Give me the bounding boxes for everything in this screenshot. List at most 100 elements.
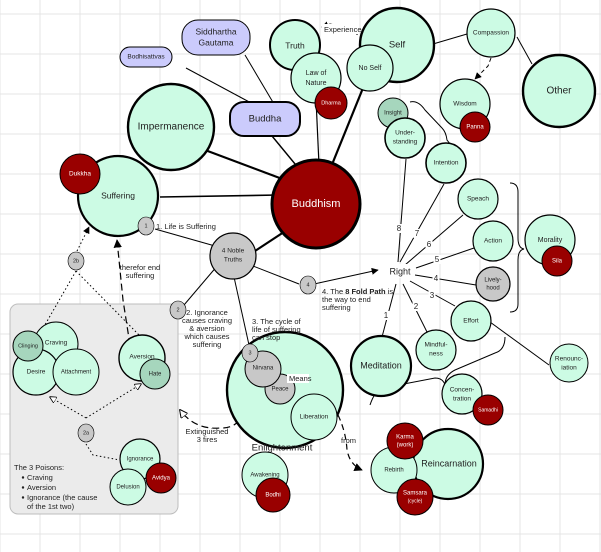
node-right[interactable]: Right	[385, 264, 415, 278]
edge-right-livelyhood	[414, 274, 477, 286]
buddhism-label: Buddhism	[292, 198, 341, 210]
node-no-self[interactable]: No Self	[346, 44, 394, 92]
node-effort[interactable]: Effort	[450, 300, 492, 342]
three-poisons-list: The 3 Poisons: CravingAversionIgnorance …	[14, 463, 97, 511]
node-delusion[interactable]: Delusion	[109, 468, 147, 506]
understanding-label-line1: Under-	[395, 130, 415, 137]
bullet-icon	[21, 496, 25, 499]
node-samadhi[interactable]: Samadhi	[472, 394, 504, 426]
meditation-label: Meditation	[360, 360, 402, 370]
node-buddhism[interactable]: Buddhism	[270, 158, 362, 250]
node-attachment[interactable]: Attachment	[52, 348, 100, 396]
node-speach[interactable]: Speach	[457, 178, 499, 220]
node-karma[interactable]: Karma (work)	[386, 422, 424, 460]
insight-label: Insight	[384, 111, 402, 117]
cycle-can-stop-line2: life of suffering	[252, 325, 301, 334]
path-number: 8	[397, 224, 402, 233]
desire-label: Desire	[27, 369, 46, 376]
eightfold-bold: 8 Fold Path	[345, 287, 386, 296]
node-sila[interactable]: Sila	[541, 245, 573, 277]
node-bodhi[interactable]: Bodhi	[255, 477, 291, 513]
means-annotation: Means	[289, 374, 312, 383]
node-siddhartha-gautama[interactable]: Siddhartha Gautama	[181, 19, 251, 56]
right-label: Right	[389, 266, 411, 276]
edge-right-intention	[399, 183, 445, 263]
truth-label: Truth	[285, 40, 305, 50]
edge-marker4-right	[313, 267, 379, 285]
node-mindfulness[interactable]: Mindful- ness	[415, 329, 457, 371]
edge-effort-renounciation	[489, 321, 550, 366]
edge-buddhism-impermanence	[204, 148, 286, 182]
liberation-label: Liberation	[300, 414, 329, 421]
node-other[interactable]: Other	[521, 53, 597, 129]
panna-label: Panna	[466, 125, 484, 131]
path-number: 7	[415, 229, 420, 238]
node-clinging[interactable]: Clinging	[12, 330, 44, 362]
node-four-noble-truths[interactable]: 4 Noble Truths	[209, 232, 257, 280]
edge-right-meditation	[381, 283, 397, 338]
impermanence-label: Impermanence	[138, 122, 205, 133]
node-samsara[interactable]: Samsara (cycle)	[396, 478, 434, 516]
edge-buddha-siddhartha	[244, 54, 275, 105]
marker-4[interactable]: 4	[299, 275, 317, 295]
wisdom-brace	[409, 101, 452, 157]
node-renounciation[interactable]: Renounc- iation	[549, 343, 589, 383]
livelyhood-label-line1: Lively-	[484, 278, 501, 284]
ignorance-causes-line2: causes craving	[182, 316, 232, 325]
node-avidya[interactable]: Avidya	[145, 462, 177, 494]
from-annotation: from	[341, 436, 356, 445]
other-label: Other	[546, 86, 572, 97]
life-is-suffering-annotation: 1. Life is Suffering	[156, 222, 216, 231]
node-buddha[interactable]: Buddha	[229, 101, 301, 137]
cycle-can-stop-line3: can stop	[252, 333, 280, 342]
ignorance-label: Ignorance	[127, 457, 154, 463]
craving-label: Craving	[45, 340, 68, 347]
marker-2a-label: 2a	[83, 430, 90, 436]
node-bodhisattvas[interactable]: Bodhisattvas	[119, 46, 173, 68]
node-intention[interactable]: Intention	[425, 142, 467, 184]
node-liberation[interactable]: Liberation	[290, 393, 338, 441]
edge-truths-marker4	[252, 265, 300, 285]
poison-item: of the 1st two)	[27, 502, 75, 511]
edge-2b-suffering	[76, 226, 90, 252]
three-poisons-heading: The 3 Poisons:	[14, 463, 64, 472]
extinguished-annotation-line1: Extinguished	[186, 427, 229, 436]
nirvana-label: Nirvana	[253, 366, 274, 372]
avidya-label: Avidya	[152, 476, 171, 482]
path-number: 4	[434, 274, 439, 283]
edge-truths-marker1	[154, 228, 216, 247]
node-action[interactable]: Action	[472, 220, 514, 262]
node-dukkha[interactable]: Dukkha	[59, 153, 101, 195]
node-compassion[interactable]: Compassion	[466, 8, 516, 58]
node-panna[interactable]: Panna	[459, 111, 491, 143]
bodhisattvas-label: Bodhisattvas	[127, 54, 165, 61]
edge-buddha-bodhisattvas	[185, 67, 254, 105]
edge-truths-marker3	[233, 276, 250, 346]
aversion-label: Aversion	[129, 354, 155, 361]
livelyhood-label-line2: hood	[486, 286, 499, 292]
marker-2b[interactable]: 2b	[67, 251, 85, 271]
node-understanding[interactable]: Under- standing	[384, 117, 426, 159]
path-number-bg	[382, 311, 390, 320]
path-number-bg	[428, 291, 436, 300]
node-impermanence[interactable]: Impermanence	[126, 82, 216, 172]
marker-1[interactable]: 1	[137, 216, 155, 236]
node-dharma[interactable]: Dharma	[314, 86, 348, 120]
bullet-icon	[21, 486, 25, 489]
edge-buddhism-suffering	[159, 194, 279, 198]
renounciation-label-line1: Renounc-	[555, 356, 583, 363]
mindfulness-label-line2: ness	[429, 351, 443, 358]
node-meditation[interactable]: Meditation	[349, 334, 413, 398]
node-hate[interactable]: Hate	[139, 358, 171, 390]
marker-3[interactable]: 3	[241, 343, 259, 363]
path-number: 5	[435, 255, 440, 264]
renounciation-label-line2: iation	[561, 365, 577, 372]
marker-2[interactable]: 2	[169, 300, 187, 320]
morality-label: Morality	[538, 237, 563, 244]
marker-2a[interactable]: 2a	[77, 423, 95, 443]
node-concentration[interactable]: Concen- tration	[441, 373, 483, 415]
samadhi-label: Samadhi	[478, 407, 498, 413]
node-livelyhood[interactable]: Lively- hood	[475, 266, 511, 302]
